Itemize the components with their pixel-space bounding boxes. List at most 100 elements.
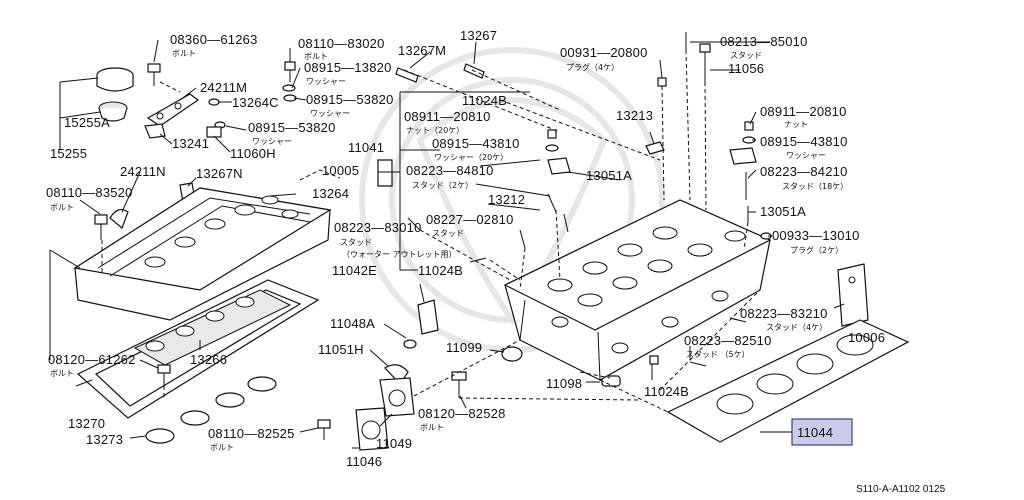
bolt-icon[interactable] xyxy=(317,419,331,440)
stud-icon[interactable] xyxy=(699,43,711,82)
outlet-gasket-11049-part[interactable] xyxy=(379,377,415,417)
part-note: ナット xyxy=(784,120,808,129)
sensor-13267m-part[interactable] xyxy=(395,67,419,83)
part-label[interactable]: 00931—20800 xyxy=(560,45,648,60)
part-label[interactable]: 13212 xyxy=(488,192,525,207)
part-note: スタッド（4ケ） xyxy=(766,323,827,332)
part-label[interactable]: 24211M xyxy=(200,80,247,95)
part-label[interactable]: 10006 xyxy=(848,330,885,345)
seal-11099-part[interactable] xyxy=(501,346,523,362)
alignment-lines xyxy=(101,49,761,413)
part-label[interactable]: 13213 xyxy=(616,108,653,123)
bracket-10006-part[interactable] xyxy=(837,263,869,327)
part-label[interactable]: 08360—61263 xyxy=(170,32,258,47)
part-label[interactable]: 08120—82528 xyxy=(418,406,506,421)
selected-part-highlight[interactable] xyxy=(791,418,853,446)
valve-cover-part[interactable] xyxy=(73,187,332,321)
part-label[interactable]: 11099 xyxy=(446,340,482,355)
part-label[interactable]: 11056 xyxy=(728,61,764,76)
part-note: ボルト xyxy=(304,52,328,61)
part-label[interactable]: 08223—83210 xyxy=(740,306,828,321)
part-label[interactable]: 11042E xyxy=(332,263,377,278)
spark-plug-seal-part[interactable] xyxy=(133,289,292,366)
part-label[interactable]: 08915—53820 xyxy=(306,92,394,107)
outlet-plate-11046-part[interactable] xyxy=(355,407,389,451)
diagram-reference-code: S110-A-A1102 0125 xyxy=(856,484,946,495)
part-note: スタッド （5ケ） xyxy=(686,350,750,359)
part-label[interactable]: 13264C xyxy=(232,95,279,110)
part-label[interactable]: 15255A xyxy=(64,115,110,130)
nut-icon[interactable] xyxy=(545,121,756,152)
part-label[interactable]: 11049 xyxy=(376,436,412,451)
part-note: スタッド xyxy=(730,51,762,60)
part-label[interactable]: 11048A xyxy=(330,316,375,331)
part-label[interactable]: 08120—61262 xyxy=(48,352,136,367)
part-note: プラグ（4ケ） xyxy=(566,62,619,72)
part-label[interactable]: 11060H xyxy=(230,146,276,161)
plug-icon[interactable] xyxy=(657,77,667,87)
part-label[interactable]: 08915—53820 xyxy=(248,120,336,135)
part-label[interactable]: 24211N xyxy=(120,164,166,179)
part-label[interactable]: 11024B xyxy=(462,93,507,108)
part-label[interactable]: 08110—83520 xyxy=(46,185,133,200)
part-label[interactable]: 08911—20810 xyxy=(404,109,491,124)
pcv-bracket-part[interactable] xyxy=(146,93,200,127)
part-label[interactable]: 11046 xyxy=(346,454,382,469)
part-note: ワッシャー（20ケ） xyxy=(434,153,508,162)
part-label[interactable]: 08223—83010 xyxy=(334,220,422,235)
part-label[interactable]: 13267M xyxy=(398,43,446,58)
part-label[interactable]: 13270 xyxy=(68,416,105,431)
part-label[interactable]: 11041 xyxy=(348,140,384,155)
part-label[interactable]: 13264 xyxy=(312,186,349,201)
part-note: ボルト xyxy=(172,49,196,58)
oil-filler-cap-part[interactable] xyxy=(96,67,134,122)
bolt-icon[interactable] xyxy=(451,371,467,398)
cylinder-head-part[interactable] xyxy=(503,199,772,381)
part-label[interactable]: 08223—84210 xyxy=(760,164,848,179)
part-note: プラグ（2ケ） xyxy=(790,245,843,255)
bolt-icon[interactable] xyxy=(282,61,297,102)
bolt-icon[interactable] xyxy=(157,364,171,386)
bolt-icon[interactable] xyxy=(94,214,108,240)
part-label[interactable]: 11051H xyxy=(318,342,364,357)
bolt-icon[interactable] xyxy=(147,63,161,86)
part-label[interactable]: 08223—82510 xyxy=(684,333,772,348)
part-label[interactable]: 08915—43810 xyxy=(432,136,520,151)
part-label[interactable]: 13273 xyxy=(86,432,123,447)
part-label[interactable]: 10005 xyxy=(322,163,359,178)
part-label[interactable]: 08227—02810 xyxy=(426,212,514,227)
part-label[interactable]: 13267N xyxy=(196,166,243,181)
highlighted-part-label[interactable]: 11044 xyxy=(797,425,833,440)
part-label[interactable]: 00933—13010 xyxy=(772,228,860,243)
part-label[interactable]: 08915—13820 xyxy=(304,60,392,75)
stud-icon[interactable] xyxy=(547,172,749,233)
plug-icon[interactable] xyxy=(649,355,659,365)
part-label[interactable]: 11024B xyxy=(644,384,689,399)
part-label[interactable]: 08911—20810 xyxy=(760,104,847,119)
part-note: ナット（20ケ） xyxy=(406,126,464,135)
part-note: ワッシャー xyxy=(310,109,350,118)
part-label[interactable]: 13051A xyxy=(760,204,806,219)
hose-24211n-part[interactable] xyxy=(109,208,129,230)
part-label[interactable]: 13266 xyxy=(190,352,227,367)
washer-icon[interactable] xyxy=(206,98,226,138)
part-label[interactable]: 11098 xyxy=(546,376,582,391)
stud-icon[interactable] xyxy=(407,217,526,249)
part-label[interactable]: 13241 xyxy=(172,136,209,151)
part-label[interactable]: 08915—43810 xyxy=(760,134,848,149)
water-outlet-part[interactable] xyxy=(384,299,439,385)
part-label[interactable]: 13267 xyxy=(460,28,497,43)
part-labels: 08360—61263 ボルト 08110—83020 ボルト 13267M 1… xyxy=(46,28,946,495)
bracket-10005-part[interactable] xyxy=(377,159,393,187)
part-label[interactable]: 11024B xyxy=(418,263,463,278)
part-label[interactable]: 08110—82525 xyxy=(208,426,295,441)
guide-13213-part[interactable] xyxy=(645,141,665,155)
part-note: スタッド xyxy=(432,229,464,238)
part-label[interactable]: 08213—85010 xyxy=(720,34,808,49)
part-label[interactable]: 15255 xyxy=(50,146,87,161)
part-label[interactable]: 08110—83020 xyxy=(298,36,385,51)
part-label[interactable]: 13051A xyxy=(586,168,632,183)
head-gasket-part[interactable] xyxy=(666,319,910,443)
part-label[interactable]: 08223—84810 xyxy=(406,163,494,178)
part-note: ワッシャー xyxy=(252,137,292,146)
